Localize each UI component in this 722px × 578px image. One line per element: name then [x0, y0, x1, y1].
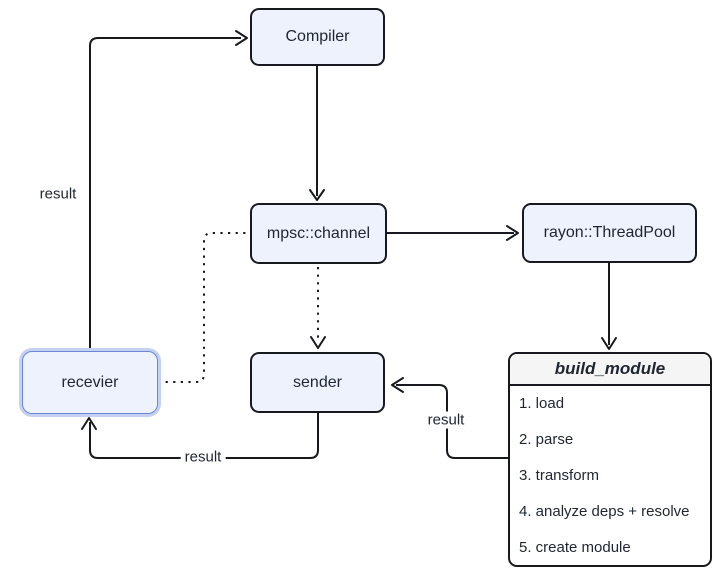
edge-recevier-to-compiler — [89, 37, 241, 351]
node-mpsc-channel-label: mpsc::channel — [266, 224, 371, 242]
arrowhead-into-rayon-threadpool — [506, 225, 519, 241]
build-module-title: build_module — [554, 359, 666, 378]
build-module-step: 4. analyze deps + resolve — [519, 502, 690, 520]
arrowhead-into-recevier-bottom — [81, 417, 97, 430]
build-module-step: 2. parse — [519, 431, 574, 449]
edge-label-result-right: result — [423, 411, 469, 429]
node-build-module[interactable]: build_module 1. load 2. parse 3. transfo… — [508, 352, 712, 567]
node-recevier-selected[interactable]: recevier — [22, 351, 158, 414]
arrowhead-into-sender-top — [310, 336, 326, 349]
arrowhead-into-mpsc-channel — [309, 189, 325, 201]
build-module-step: 5. create module — [519, 538, 631, 556]
build-module-step: 1. load — [519, 395, 565, 413]
edge-recevier-to-mpsc-channel-dotted — [158, 232, 247, 383]
arrowhead-into-compiler — [235, 30, 248, 46]
edge-label-result-bottom: result — [180, 448, 226, 466]
node-compiler-label: Compiler — [285, 28, 350, 45]
arrowhead-into-sender-right — [391, 377, 404, 393]
build-module-step-list: 1. load 2. parse 3. transform 4. analyze… — [510, 386, 710, 565]
node-rayon-threadpool[interactable]: rayon::ThreadPool — [522, 203, 697, 263]
node-recevier-label: recevier — [61, 373, 119, 391]
node-compiler[interactable]: Compiler — [250, 8, 385, 66]
node-rayon-threadpool-label: rayon::ThreadPool — [543, 224, 676, 241]
build-module-header: build_module — [510, 354, 710, 386]
node-sender-label: sender — [293, 373, 342, 391]
edge-label-result-left: result — [35, 185, 81, 203]
node-sender[interactable]: sender — [250, 352, 385, 413]
node-mpsc-channel[interactable]: mpsc::channel — [250, 203, 387, 264]
build-module-step: 3. transform — [519, 466, 600, 484]
arrowhead-into-build-module — [601, 337, 617, 350]
